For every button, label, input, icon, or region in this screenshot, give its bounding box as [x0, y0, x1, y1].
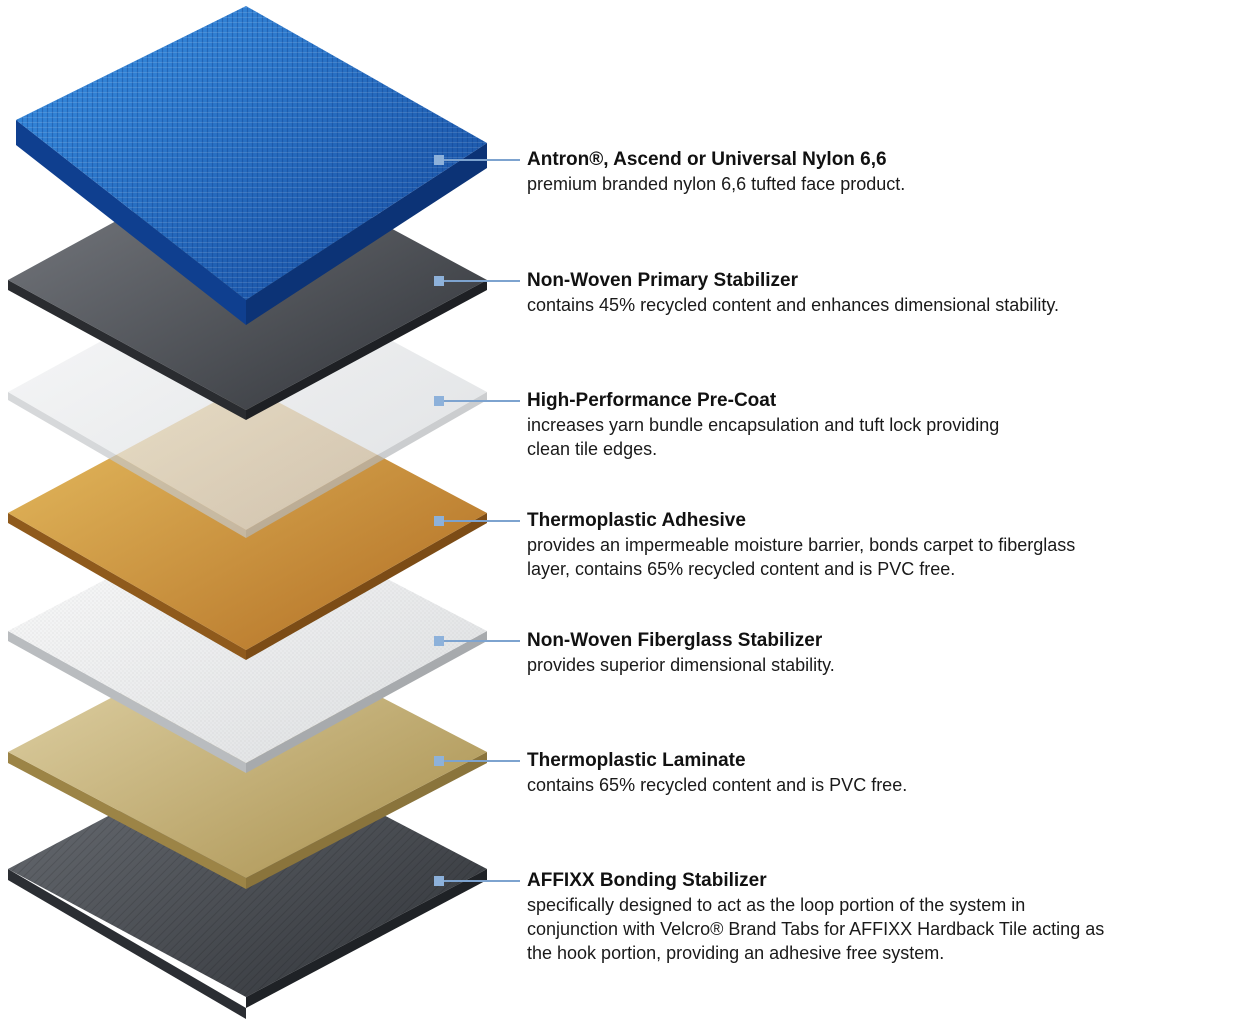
layer-description: contains 45% recycled content and enhanc… — [527, 295, 1059, 315]
leader-line — [444, 280, 520, 282]
leader-dot — [434, 516, 444, 526]
leader-line — [444, 400, 520, 402]
leader-dot — [434, 756, 444, 766]
layer-title: Non-Woven Fiberglass Stabilizer — [527, 630, 823, 651]
label-adhesive: Thermoplastic Adhesive provides an imper… — [527, 509, 1227, 581]
layer-description: increases yarn bundle encapsulation and … — [527, 415, 1000, 459]
layer-description: contains 65% recycled content and is PVC… — [527, 775, 908, 795]
layer-title: Non-Woven Primary Stabilizer — [527, 270, 798, 291]
leader-line — [444, 159, 520, 161]
leader-dot — [434, 155, 444, 165]
label-precoat: High-Performance Pre-Coat increases yarn… — [527, 389, 1227, 461]
layer-description: premium branded nylon 6,6 tufted face pr… — [527, 174, 906, 194]
leader-dot — [434, 276, 444, 286]
layer-description: specifically designed to act as the loop… — [527, 895, 1105, 963]
leader-line — [444, 520, 520, 522]
leader-line — [444, 640, 520, 642]
label-affixx: AFFIXX Bonding Stabilizer specifically d… — [527, 869, 1227, 965]
layer-description: provides superior dimensional stability. — [527, 655, 835, 675]
leader-line — [444, 760, 520, 762]
label-primary: Non-Woven Primary Stabilizer contains 45… — [527, 269, 1227, 317]
layer-title: High-Performance Pre-Coat — [527, 390, 777, 411]
layer-title: Thermoplastic Laminate — [527, 750, 746, 771]
layer-title: AFFIXX Bonding Stabilizer — [527, 870, 767, 891]
label-nylon: Antron®, Ascend or Universal Nylon 6,6 p… — [527, 148, 1227, 196]
label-fiberglass: Non-Woven Fiberglass Stabilizer provides… — [527, 629, 1227, 677]
layer-title: Thermoplastic Adhesive — [527, 510, 746, 531]
leader-dot — [434, 396, 444, 406]
label-laminate: Thermoplastic Laminate contains 65% recy… — [527, 749, 1227, 797]
layer-title: Antron®, Ascend or Universal Nylon 6,6 — [527, 149, 887, 170]
layer-description: provides an impermeable moisture barrier… — [527, 535, 1076, 579]
leader-dot — [434, 636, 444, 646]
leader-dot — [434, 876, 444, 886]
leader-line — [444, 880, 520, 882]
layer-nylon-sheet — [16, 6, 487, 325]
